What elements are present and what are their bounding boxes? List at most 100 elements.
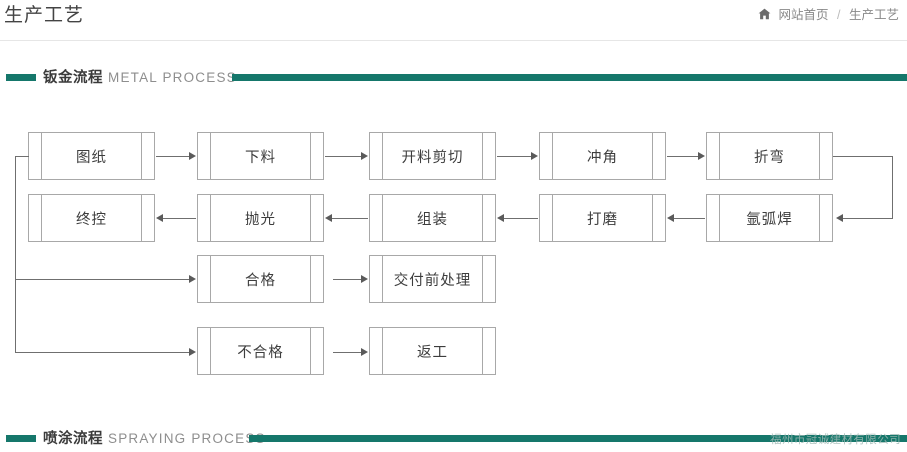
node-divider-right [310,328,311,374]
node-divider-right [652,133,653,179]
flow-node-zhewan[interactable]: 折弯 [706,132,833,180]
connector-left-trunk-vertical [15,156,16,353]
breadcrumb-current: 生产工艺 [848,8,899,22]
node-divider-left [382,328,383,374]
flow-node-label: 合格 [245,272,276,289]
connector-tuzhi-to-xiaoliao [156,156,189,157]
node-divider-right [310,133,311,179]
node-divider-right [652,195,653,241]
flow-node-yahuhan[interactable]: 氩弧焊 [706,194,833,242]
connector-buhege-to-fangong [333,352,361,353]
arrowhead-left [497,214,504,222]
flow-node-label: 氩弧焊 [746,211,793,228]
breadcrumb-home-link[interactable]: 网站首页 [778,8,829,22]
connector-xiaoliao-to-kailiao [325,156,361,157]
node-divider-right [482,133,483,179]
page-title: 生产工艺 [4,5,85,26]
node-divider-left [382,133,383,179]
node-divider-left [382,256,383,302]
node-divider-right [310,195,311,241]
node-divider-right [141,133,142,179]
node-divider-right [482,256,483,302]
flow-node-damo[interactable]: 打磨 [539,194,666,242]
node-divider-left [210,133,211,179]
flow-node-paoguang[interactable]: 抛光 [197,194,324,242]
node-divider-left [210,256,211,302]
breadcrumb-separator: / [837,8,841,22]
node-divider-right [819,195,820,241]
flow-node-label: 抛光 [245,211,276,228]
connector-kailiao-to-chongjiao [497,156,531,157]
node-divider-right [819,133,820,179]
node-divider-left [719,133,720,179]
connector-zhewan-right-segment [833,156,893,157]
section-rule-right [249,435,907,442]
flow-node-label: 开料剪切 [401,149,464,166]
flow-node-hege[interactable]: 合格 [197,255,324,303]
flow-node-chongjiao[interactable]: 冲角 [539,132,666,180]
flow-node-fangong[interactable]: 返工 [369,327,496,375]
node-divider-left [552,133,553,179]
flow-node-label: 组装 [417,211,448,228]
flow-node-zhongkong[interactable]: 终控 [28,194,155,242]
section-title-cn: 喷涂流程 [43,431,103,447]
node-divider-right [482,328,483,374]
connector-trunk-to-tuzhi [15,156,29,157]
section-marker-left [6,74,36,81]
flow-node-label: 下料 [245,149,276,166]
node-divider-left [552,195,553,241]
section-header-spraying-process: 喷涂流程 SPRAYING PROCESS [0,428,907,450]
header-divider [0,40,907,41]
arrowhead-left [156,214,163,222]
flow-node-label: 不合格 [237,344,284,361]
section-title-en: METAL PROCESS [108,70,237,85]
arrowhead-right [361,275,368,283]
connector-chongjiao-to-zhewan [667,156,698,157]
connector-trunk-to-buhege [15,352,189,353]
flow-node-buhege[interactable]: 不合格 [197,327,324,375]
flow-node-label: 冲角 [587,149,618,166]
arrowhead-left [667,214,674,222]
arrowhead-left [836,214,843,222]
arrowhead-right [189,275,196,283]
arrowhead-right [361,152,368,160]
arrowhead-right [189,152,196,160]
section-header-metal-process: 钣金流程 METAL PROCESS [0,67,907,89]
node-divider-left [41,133,42,179]
arrowhead-left [325,214,332,222]
node-divider-left [41,195,42,241]
arrowhead-right [531,152,538,160]
flow-node-label: 图纸 [76,149,107,166]
flow-node-label: 返工 [417,344,448,361]
node-divider-left [210,195,211,241]
connector-hege-to-jiaofuqianchuli [333,279,361,280]
connector-into-yahuhan [843,218,893,219]
section-marker-left [6,435,36,442]
connector-yahuhan-to-damo [674,218,705,219]
flow-node-zuzhuang[interactable]: 组装 [369,194,496,242]
node-divider-right [482,195,483,241]
section-title-cn: 钣金流程 [43,70,103,86]
connector-paoguang-to-zhongkong [163,218,196,219]
flow-node-jiaofuqianchuli[interactable]: 交付前处理 [369,255,496,303]
flow-node-tuzhi[interactable]: 图纸 [28,132,155,180]
connector-right-vertical [892,156,893,218]
flow-node-label: 打磨 [587,211,618,228]
node-divider-right [141,195,142,241]
section-title-en: SPRAYING PROCESS [108,431,266,446]
company-watermark: 福州市冠诚建材有限公司 [770,434,901,446]
connector-damo-to-zuzhuang [504,218,538,219]
flow-node-kailiaojianqie[interactable]: 开料剪切 [369,132,496,180]
connector-zuzhuang-to-paoguang [332,218,368,219]
page-header: 生产工艺 网站首页 / 生产工艺 [0,0,907,41]
node-divider-left [719,195,720,241]
flow-node-label: 终控 [76,211,107,228]
node-divider-left [382,195,383,241]
node-divider-right [310,256,311,302]
arrowhead-right [361,348,368,356]
flow-node-xiaoliao[interactable]: 下料 [197,132,324,180]
section-rule-right [232,74,907,81]
arrowhead-right [698,152,705,160]
home-icon [758,7,771,25]
